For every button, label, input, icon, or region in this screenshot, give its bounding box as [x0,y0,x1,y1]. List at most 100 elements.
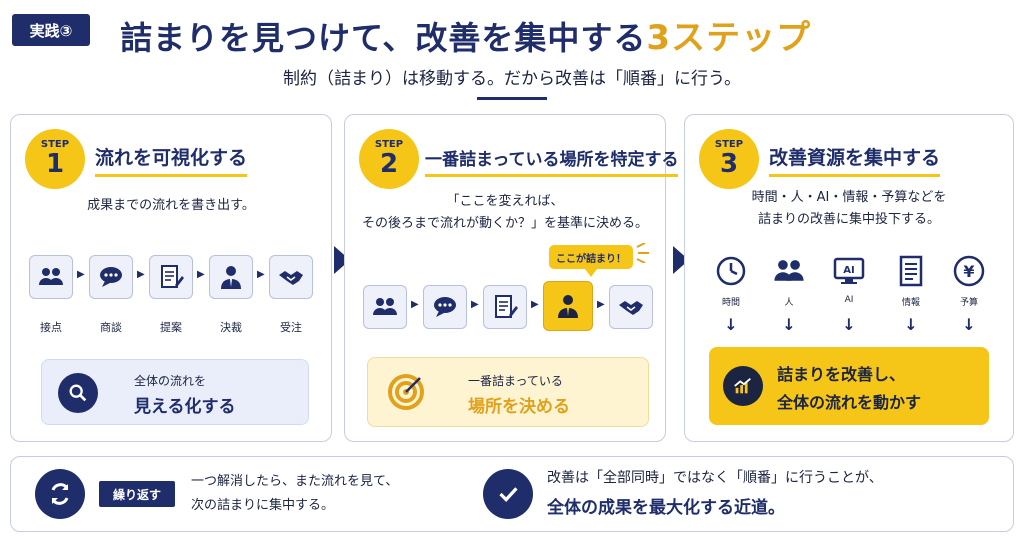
check-icon [483,469,533,519]
bottom-left-line1: 一つ解消したら、また流れを見て、 [191,474,399,489]
down-arrow-icon: ↓ [782,315,796,334]
flow-tile-handshake [609,285,653,329]
step1-panel: STEP 1 流れを可視化する 成果までの流れを書き出す。 ▶ ▶ ▶ ▶ 接点… [10,114,332,442]
step1-badge: STEP 1 [25,129,85,189]
flow-arrow: ▶ [197,269,205,280]
down-arrow-icon: ↓ [842,315,856,334]
flow-arrow: ▶ [411,299,419,310]
bottom-right-line2: 全体の成果を最大化する近道。 [547,498,785,518]
step1-number: 1 [45,149,65,179]
flow-label: 接点 [40,321,62,334]
step2-word: STEP [374,139,404,150]
document-icon [161,265,184,288]
step2-badge: STEP 2 [359,129,419,189]
yen-icon: ¥ [949,251,989,291]
handshake-icon [619,301,643,315]
flow-label: 提案 [160,321,182,334]
people-icon [39,268,63,285]
document-icon [891,251,931,291]
cycle-icon [35,469,85,519]
flow-tile-chat [89,255,133,299]
subtitle-underline [477,97,547,100]
resource-label: 人 [784,298,794,308]
step3-panel: STEP 3 改善資源を集中する 時間・人・AI・情報・予算などを 詰まりの改善… [684,114,1014,442]
step2-summary: 一番詰まっている 場所を決める [367,357,649,427]
step2-summary-line1: 一番詰まっている [468,374,563,388]
ai-monitor-icon: AI [829,251,869,291]
section-badge: 実践③ [12,14,90,46]
step2-title: 一番詰まっている場所を特定する [425,145,679,177]
bottom-left-line2: 次の詰まりに集中する。 [191,498,335,513]
bottom-right-line1: 改善は「全部同時」ではなく「順番」に行うことが、 [547,470,883,486]
flow-tile-bottleneck [543,281,593,331]
handshake-icon [279,271,303,285]
flow-tile-people [29,255,73,299]
down-arrow-icon: ↓ [962,315,976,334]
step3-description-line1: 時間・人・AI・情報・予算などを [751,190,947,205]
flow-tile-handshake [269,255,313,299]
flow-arrow: ▶ [597,299,605,310]
chat-icon [100,267,122,287]
step3-description-line2: 詰まりの改善に集中投下する。 [757,212,940,227]
flow-tile-document [149,255,193,299]
flow-arrow: ▶ [257,269,265,280]
flow-arrow: ▶ [137,269,145,280]
people-icon [769,251,809,291]
step3-word: STEP [714,139,744,150]
people-icon [373,298,397,315]
growth-chart-icon [723,366,763,406]
step1-summary-line2: 見える化する [134,397,236,417]
page-title-accent: 3ステップ [646,18,812,58]
down-arrow-icon: ↓ [904,315,918,334]
step2-panel: STEP 2 一番詰まっている場所を特定する 「ここを変えれば、 その後ろまで流… [344,114,679,442]
bottom-bar: 繰り返す 一つ解消したら、また流れを見て、 次の詰まりに集中する。 改善は「全部… [10,456,1014,532]
magnifier-icon [58,373,98,413]
step1-summary: 全体の流れを 見える化する [41,359,309,425]
flow-label: 受注 [280,321,302,334]
flow-arrow: ▶ [471,299,479,310]
person-icon [558,295,578,318]
person-icon [221,266,241,289]
page-subtitle: 制約（詰まり）は移動する。だから改善は「順番」に行う。 [283,69,741,89]
step1-word: STEP [40,139,70,150]
ai-icon-text: AI [843,265,854,276]
flow-tile-person [209,255,253,299]
step2-summary-line2: 場所を決める [468,397,570,417]
step1-title: 流れを可視化する [95,143,248,177]
bottleneck-callout: ここが詰まり！ [549,245,633,277]
step3-summary-line1: 詰まりを改善し、 [777,365,906,384]
clock-icon [711,251,751,291]
step2-description-line1: 「ここを変えれば、 [446,194,564,209]
step3-number: 3 [719,149,739,179]
flow-arrow: ▶ [77,269,85,280]
document-icon [495,295,518,318]
flow-tile-people [363,285,407,329]
step2-description: 「ここを変えれば、 その後ろまで流れが動くか？」を基準に決める。 [345,191,665,235]
step3-summary: 詰まりを改善し、 全体の流れを動かす [709,347,989,425]
down-arrow-icon: ↓ [724,315,738,334]
flow-tile-chat [423,285,467,329]
resource-label: AI [844,295,854,305]
page-title-main: 詰まりを見つけて、改善を集中する [120,19,647,57]
step3-badge: STEP 3 [699,129,759,189]
page-title: 詰まりを見つけて、改善を集中する3ステップ [120,10,980,59]
step3-title: 改善資源を集中する [769,143,941,177]
step1-summary-line1: 全体の流れを [134,374,207,388]
flow-arrow: ▶ [531,299,539,310]
flow-label: 決裁 [220,321,242,334]
bottom-left-text: 一つ解消したら、また流れを見て、 次の詰まりに集中する。 [191,470,398,518]
alert-rays-icon [636,243,649,263]
resource-label: 情報 [901,298,920,308]
target-icon [386,372,426,412]
step3-description: 時間・人・AI・情報・予算などを 詰まりの改善に集中投下する。 [685,187,1013,231]
yen-icon-text: ¥ [963,262,974,281]
flow-tile-document [483,285,527,329]
chat-icon [434,297,456,317]
step2-number: 2 [379,149,399,179]
step1-description: 成果までの流れを書き出す。 [87,198,255,213]
resource-label: 時間 [721,298,740,308]
step2-description-line2: その後ろまで流れが動くか？」を基準に決める。 [361,216,648,231]
repeat-tag: 繰り返す [99,481,175,507]
resource-label: 予算 [959,298,978,308]
flow-label: 商談 [100,321,122,334]
